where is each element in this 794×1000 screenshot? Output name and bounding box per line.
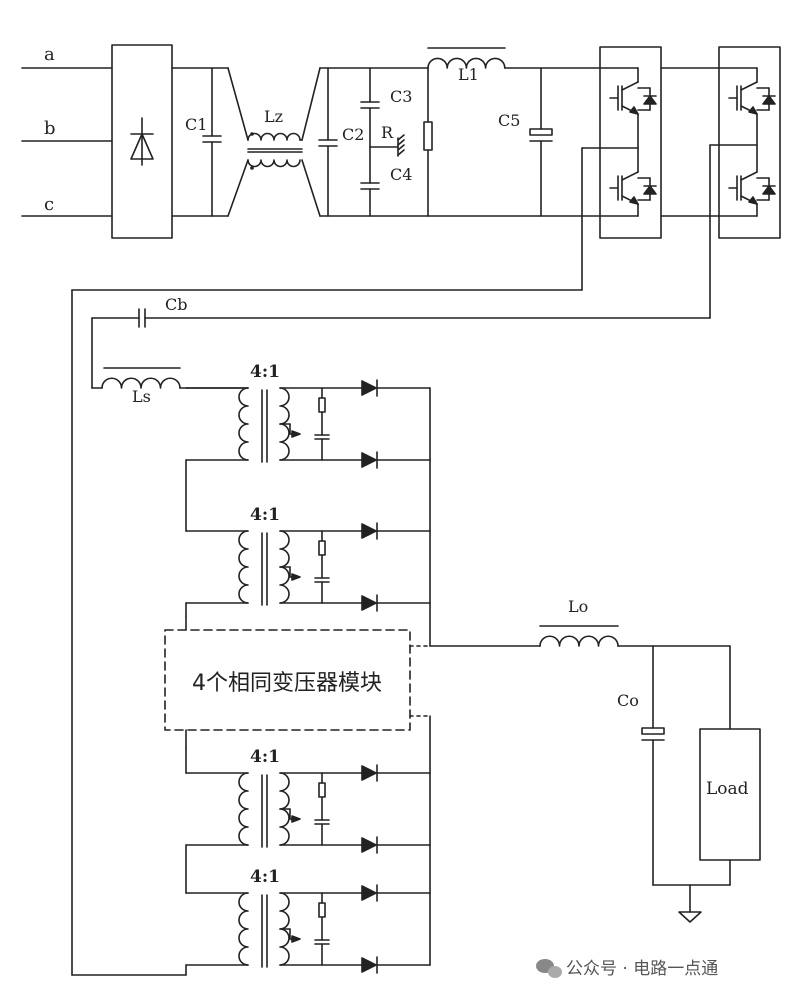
transformer-modules: 4:1 4:1 4:1 4:1 — [185, 362, 431, 976]
igbt-leg-right — [660, 46, 781, 239]
turns-ratio-label: 4:1 — [250, 505, 280, 525]
label-lz: Lz — [264, 107, 283, 126]
input-label-c: c — [44, 194, 54, 215]
transformer-module-2: 4:1 — [185, 505, 431, 612]
capacitor-c2 — [318, 67, 338, 217]
input-label-b: b — [44, 118, 56, 139]
turns-ratio-label: 4:1 — [250, 747, 280, 767]
label-c3: C3 — [390, 87, 412, 106]
ground-icon — [678, 911, 702, 923]
watermark-text: 公众号 · 电路一点通 — [566, 959, 718, 979]
wechat-icon — [536, 959, 562, 978]
module-placeholder-box — [164, 615, 431, 749]
label-co: Co — [617, 691, 639, 710]
chassis-ground-icon — [397, 134, 405, 156]
label-c5: C5 — [498, 111, 520, 130]
dc-bus — [171, 67, 601, 217]
label-ls: Ls — [132, 387, 151, 406]
transformer-module-4: 4:1 — [185, 867, 431, 974]
capacitor-cb — [91, 308, 146, 389]
module-box-label: 4个相同变压器模块 — [192, 671, 382, 696]
output-filter — [429, 625, 761, 923]
y-capacitors-c3-c4 — [360, 67, 405, 217]
input-label-a: a — [44, 44, 55, 65]
label-lo: Lo — [568, 597, 588, 616]
bridge-output-wiring — [71, 144, 758, 976]
label-r: R — [381, 123, 394, 142]
label-c1: C1 — [185, 115, 207, 134]
watermark: 公众号 · 电路一点通 — [536, 959, 718, 979]
label-cb: Cb — [165, 295, 187, 314]
rectifier-bridge — [111, 44, 173, 239]
rectifier-diode-icon — [130, 133, 154, 160]
igbt-leg-left — [599, 46, 662, 239]
transformer-module-3: 4:1 — [185, 747, 431, 854]
inductor-l1 — [427, 47, 506, 69]
turns-ratio-label: 4:1 — [250, 867, 280, 887]
label-load: Load — [706, 779, 749, 799]
capacitor-c1 — [202, 67, 222, 217]
label-l1: L1 — [458, 65, 479, 84]
capacitor-c5 — [529, 67, 553, 217]
label-c2: C2 — [342, 125, 364, 144]
inductor-ls — [101, 367, 249, 389]
bleeder-resistor — [423, 67, 433, 217]
transformer-module-1: 4:1 — [185, 362, 431, 469]
three-phase-input: a b c — [21, 44, 113, 217]
label-c4: C4 — [390, 165, 412, 184]
common-mode-choke-lz — [247, 132, 303, 170]
turns-ratio-label: 4:1 — [250, 362, 280, 382]
